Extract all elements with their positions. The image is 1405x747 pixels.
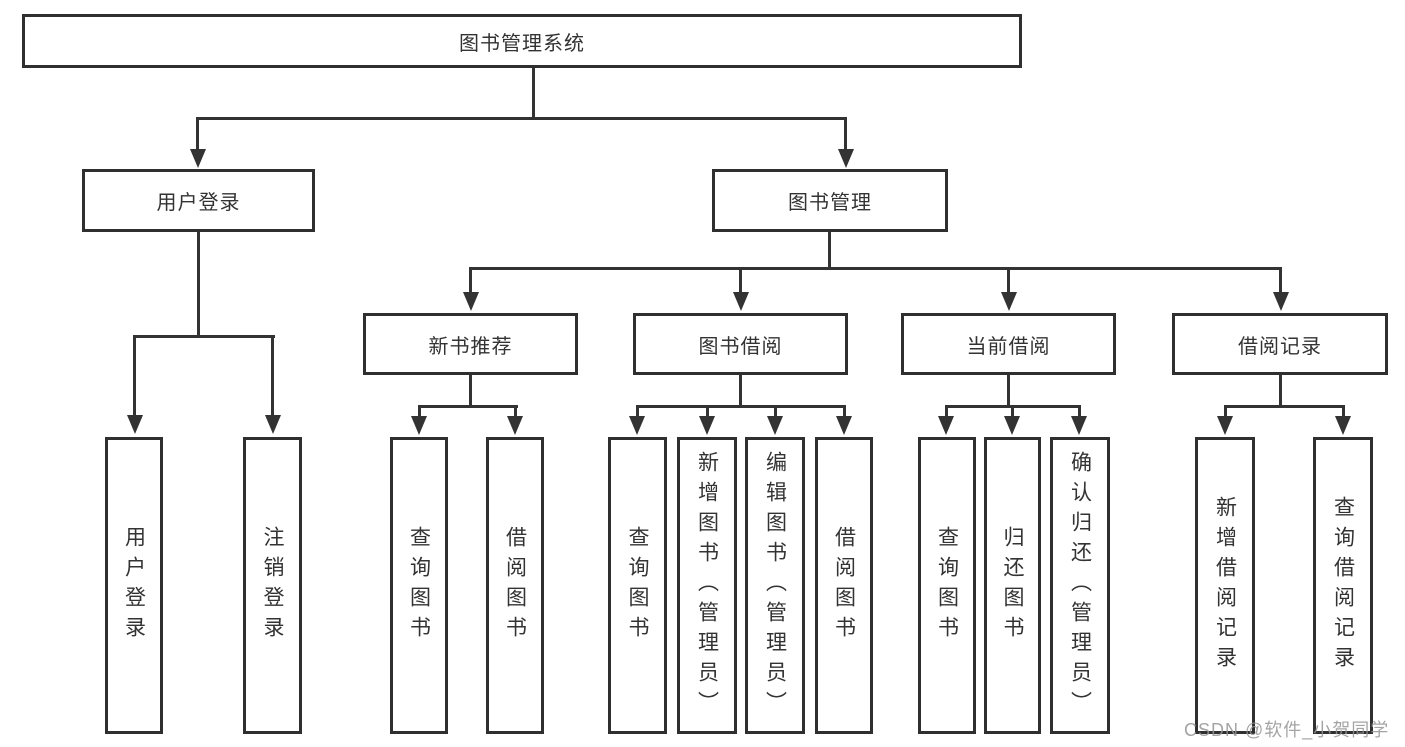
- leaf-user-login: 用户登录: [105, 437, 163, 734]
- connector: [945, 405, 948, 420]
- connector: [532, 68, 535, 119]
- arrowhead-icon: [190, 149, 206, 168]
- arrowhead-icon: [411, 416, 427, 435]
- leaf-label: 查询借阅记录: [1331, 495, 1355, 676]
- connector: [844, 117, 847, 153]
- connector: [197, 232, 200, 338]
- leaf-label: 借阅图书: [503, 525, 527, 646]
- leaf-label: 归还图书: [1001, 525, 1024, 646]
- leaf-add-borrow-record: 新增借阅记录: [1195, 437, 1255, 734]
- leaf-confirm-return-admin: 确认归还（管理员）: [1050, 437, 1110, 734]
- arrowhead-icon: [938, 416, 954, 435]
- node-new-book-recommend: 新书推荐: [363, 313, 578, 375]
- leaf-logout: 注销登录: [243, 437, 302, 734]
- leaf-query-books-recommend: 查询图书: [390, 437, 448, 734]
- connector: [636, 405, 846, 408]
- leaf-label: 借阅图书: [832, 525, 856, 646]
- leaf-query-borrow-record: 查询借阅记录: [1313, 437, 1373, 734]
- watermark: CSDN @软件_小贺同学: [1184, 720, 1390, 740]
- node-user-login: 用户登录: [82, 169, 315, 232]
- node-label: 借阅记录: [1238, 335, 1322, 358]
- arrowhead-icon: [1071, 416, 1087, 435]
- connector: [636, 405, 639, 420]
- connector: [843, 405, 846, 420]
- leaf-label: 确认归还（管理员）: [1068, 450, 1092, 721]
- node-label: 图书管理系统: [459, 32, 585, 55]
- connector: [418, 405, 518, 408]
- leaf-label: 编辑图书（管理员）: [763, 450, 787, 721]
- node-current-borrow: 当前借阅: [901, 313, 1116, 375]
- arrowhead-icon: [463, 292, 479, 311]
- connector: [1342, 405, 1345, 420]
- connector: [133, 335, 275, 338]
- arrowhead-icon: [699, 416, 715, 435]
- leaf-label: 新增图书（管理员）: [695, 450, 719, 721]
- connector: [1007, 375, 1010, 408]
- connector: [514, 405, 517, 420]
- arrowhead-icon: [1001, 292, 1017, 311]
- connector: [1224, 405, 1345, 408]
- connector: [1279, 375, 1282, 408]
- node-book-borrow: 图书借阅: [633, 313, 848, 375]
- node-label: 图书借阅: [698, 335, 783, 358]
- connector: [1078, 405, 1081, 420]
- node-label: 图书管理: [788, 192, 872, 214]
- arrowhead-icon: [1217, 416, 1233, 435]
- connector: [1224, 405, 1227, 420]
- connector: [469, 267, 472, 295]
- connector: [1007, 267, 1010, 295]
- leaf-label: 查询图书: [626, 525, 649, 646]
- connector: [133, 335, 136, 416]
- arrowhead-icon: [1335, 416, 1351, 435]
- connector: [1011, 405, 1014, 420]
- leaf-edit-books-admin: 编辑图书（管理员）: [745, 437, 805, 734]
- connector: [418, 405, 421, 420]
- leaf-add-books-admin: 新增图书（管理员）: [677, 437, 737, 734]
- connector: [469, 267, 1282, 270]
- connector: [196, 117, 847, 120]
- connector: [774, 405, 777, 420]
- arrowhead-icon: [127, 415, 143, 434]
- node-book-management: 图书管理: [712, 169, 948, 232]
- connector: [271, 335, 274, 416]
- arrowhead-icon: [733, 292, 749, 311]
- connector: [1279, 267, 1282, 295]
- arrowhead-icon: [265, 415, 281, 434]
- connector: [706, 405, 709, 420]
- leaf-query-books-borrow: 查询图书: [608, 437, 667, 734]
- connector: [469, 375, 472, 408]
- leaf-query-books-current: 查询图书: [918, 437, 976, 734]
- root-node-book-management-system: 图书管理系统: [22, 14, 1022, 68]
- arrowhead-icon: [1004, 416, 1020, 435]
- arrowhead-icon: [836, 416, 852, 435]
- leaf-label: 查询图书: [407, 525, 431, 646]
- node-label: 新书推荐: [428, 335, 513, 358]
- connector: [739, 375, 742, 408]
- leaf-label: 新增借阅记录: [1213, 495, 1237, 676]
- connector: [196, 117, 199, 153]
- node-borrow-records: 借阅记录: [1172, 313, 1388, 375]
- connector: [739, 267, 742, 295]
- connector: [828, 232, 831, 270]
- arrowhead-icon: [767, 416, 783, 435]
- leaf-label: 用户登录: [122, 525, 146, 646]
- arrowhead-icon: [1273, 292, 1289, 311]
- leaf-label: 注销登录: [261, 525, 284, 646]
- leaf-borrow-books-recommend: 借阅图书: [486, 437, 544, 734]
- leaf-return-books: 归还图书: [984, 437, 1041, 734]
- arrowhead-icon: [838, 149, 854, 168]
- arrowhead-icon: [629, 416, 645, 435]
- node-label: 用户登录: [156, 192, 241, 214]
- node-label: 当前借阅: [966, 335, 1051, 358]
- leaf-label: 查询图书: [935, 525, 959, 646]
- leaf-borrow-books: 借阅图书: [815, 437, 873, 734]
- arrowhead-icon: [507, 416, 523, 435]
